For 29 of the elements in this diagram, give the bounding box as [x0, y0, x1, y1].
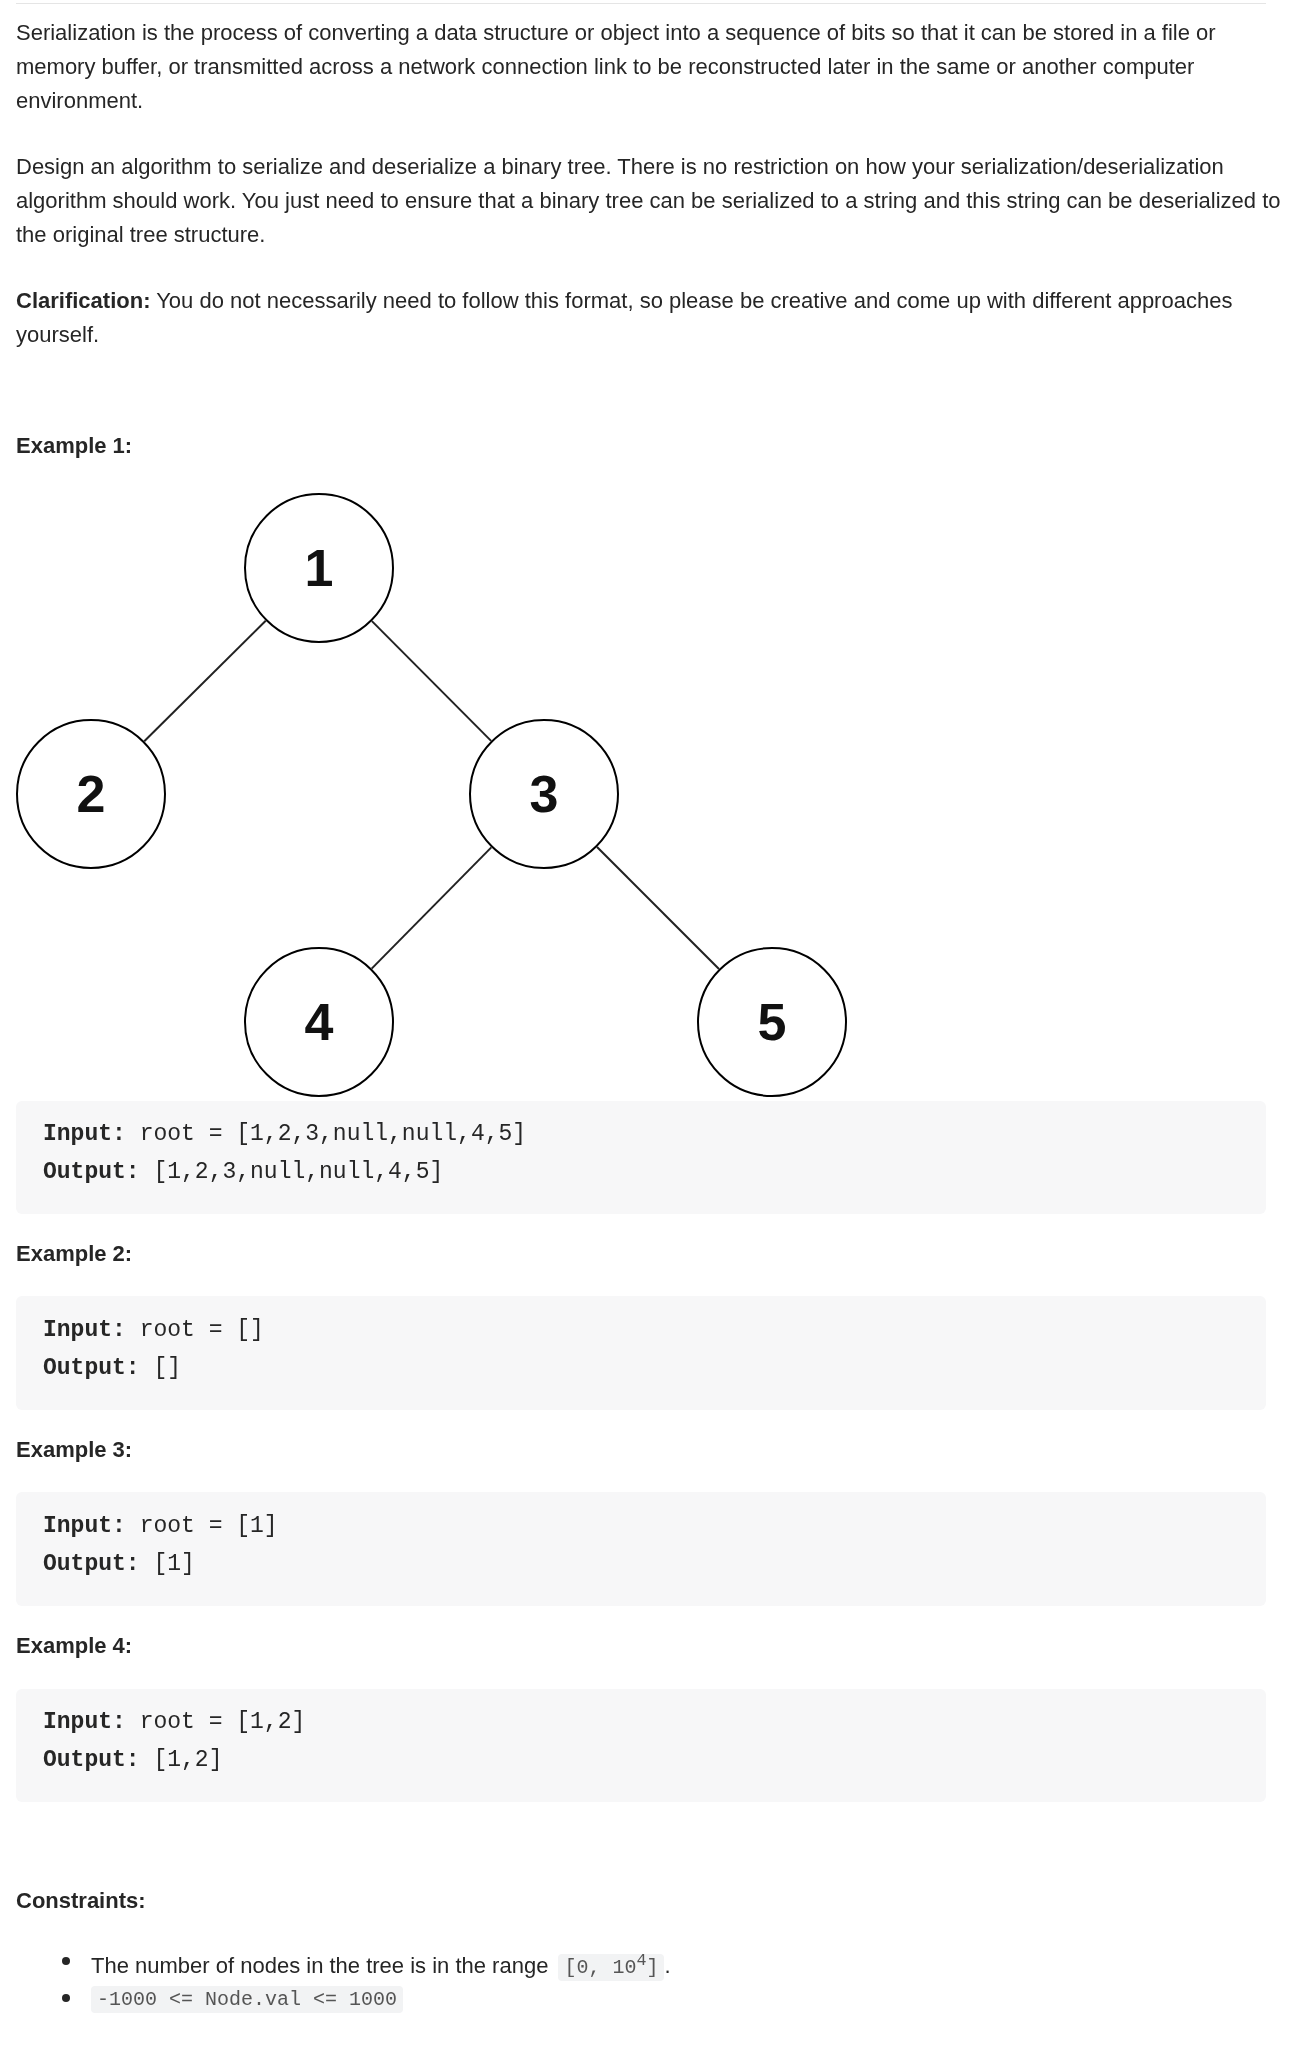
- code-line: Output: [1]: [43, 1551, 195, 1577]
- tree-edge: [370, 846, 493, 970]
- node-value: 2: [76, 764, 106, 824]
- section-heading: Example 2:: [16, 1241, 133, 1267]
- punctuation: .: [664, 1952, 671, 1978]
- section-heading: Example 4:: [16, 1633, 133, 1659]
- paragraph: Clarification: You do not necessarily need to follow this format, so please be creative and come up with different approaches yourself.: [16, 287, 1234, 349]
- code-line: Output: [1,2,3,null,null,4,5]: [43, 1159, 444, 1185]
- code-line: Input: root = [1,2]: [43, 1709, 306, 1735]
- node-value: 1: [304, 538, 334, 598]
- paragraph: Design an algorithm to serialize and deserialize a binary tree. There is no restriction on how your serialization/deserialization algorithm should work. You just need to ensure that a binary tree can be serialized to a string and this string can be deserialized to the original tree structure.: [16, 153, 1282, 249]
- tree-edge: [596, 846, 720, 970]
- tree-edge: [143, 619, 267, 743]
- code-line: Output: []: [43, 1355, 182, 1381]
- inline-code: -1000 <= Node.val <= 1000: [91, 1986, 404, 2013]
- code-line: Output: [1,2]: [43, 1747, 223, 1773]
- code-line: Input: root = []: [43, 1317, 264, 1343]
- code-line: Input: root = [1]: [43, 1513, 278, 1539]
- code-line: Input: root = [1,2,3,null,null,4,5]: [43, 1121, 527, 1147]
- section-heading: Example 3:: [16, 1437, 133, 1463]
- constraint-text: The number of nodes in the tree is in the range: [91, 1952, 549, 1978]
- node-value: 5: [757, 992, 787, 1052]
- paragraph: Serialization is the process of converting a data structure or object into a sequence of bits so that it can be stored in a file or memory buffer, or transmitted across a network connection link to be reconstructed later in the same or another computer environment.: [16, 19, 1217, 115]
- node-value: 3: [529, 764, 559, 824]
- section-heading: Constraints:: [16, 1888, 146, 1914]
- section-heading: Example 1:: [16, 433, 133, 459]
- tree-edge: [370, 620, 493, 742]
- inline-code: [0, 10$^{4}$]: [558, 1953, 665, 1981]
- node-value: 4: [304, 992, 334, 1052]
